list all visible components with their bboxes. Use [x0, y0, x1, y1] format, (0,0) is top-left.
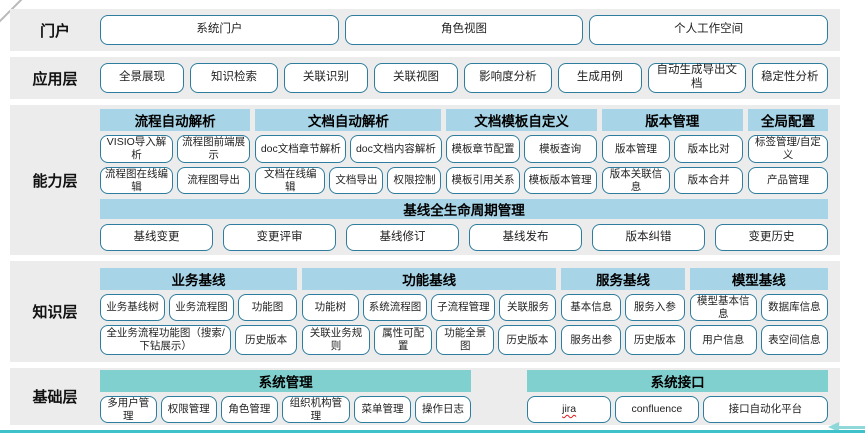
layer-label: 基础层	[32, 389, 78, 406]
diagram-box: 版本管理	[601, 135, 671, 163]
diagram-box: 权限控制	[387, 167, 442, 194]
group-header: 版本管理	[601, 109, 743, 131]
diagram-box: 全景展现	[100, 63, 185, 93]
diagram-box: 历史版本	[235, 325, 297, 355]
diagram-box: 属性可配置	[374, 325, 433, 355]
diagram-box: 业务基线树	[100, 294, 166, 321]
diagram-box: 权限管理	[160, 396, 218, 423]
diagram-box: 基线修订	[346, 224, 459, 251]
diagram-box: 关联视图	[373, 63, 458, 93]
diagram-box: 版本合并	[674, 167, 743, 194]
diagram-box: 关联服务	[499, 294, 557, 321]
diagram-box: 模型基本信息	[689, 294, 757, 321]
diagram-box: 流程图在线编辑	[100, 167, 174, 194]
arrow-left-icon	[828, 422, 865, 432]
diagram-box: 历史版本	[625, 325, 685, 355]
diagram-box: 流程图导出	[177, 167, 251, 194]
diagram-box: 模板引用关系	[446, 167, 520, 194]
layer-application: 应用层 全景展现 知识检索 关联识别 关联视图 影响度分析 生成用例 自动生成导…	[10, 57, 840, 99]
group-header: 全局配置	[747, 109, 829, 131]
diagram-box: 变更历史	[715, 224, 828, 251]
diagram-box: jira	[527, 396, 611, 423]
diagram-box: 产品管理	[747, 167, 829, 194]
group-header: 文档自动解析	[255, 109, 442, 131]
diagram-box: 模板章节配置	[446, 135, 520, 163]
diagram-box: 流程图前端展示	[177, 135, 251, 163]
diagram-box: 子流程管理	[431, 294, 496, 321]
layer-capability: 能力层 流程自动解析 VISIO导入解析 流程图前端展示 流程图在线编辑 流程图…	[10, 105, 840, 255]
diagram-box: 模板查询	[523, 135, 597, 163]
group-header: 系统管理	[100, 370, 472, 392]
diagram-box: doc文档内容解析	[350, 135, 442, 163]
layer-label: 知识层	[32, 304, 78, 321]
jira-label: jira	[562, 403, 577, 416]
diagram-box: 个人工作空间	[589, 15, 829, 45]
diagram-box: 基线发布	[469, 224, 582, 251]
diagram-box: 用户信息	[689, 325, 757, 355]
diagram-box: 角色视图	[344, 15, 584, 45]
layer-knowledge: 知识层 业务基线 业务基线树 业务流程图 功能图 全业务流程功能图（搜索/下钻展…	[10, 261, 840, 362]
layer-label: 门户	[39, 22, 70, 40]
diagram-box: doc文档章节解析	[255, 135, 347, 163]
group-header: 模型基线	[689, 268, 828, 290]
diagram-box: 版本关联信息	[601, 167, 671, 194]
diagram-box: 业务流程图	[169, 294, 235, 321]
diagram-box: 多用户管理	[100, 396, 157, 423]
diagram-box: 影响度分析	[463, 63, 552, 93]
diagram-box: 模板版本管理	[523, 167, 597, 194]
group-header: 业务基线	[100, 268, 297, 290]
diagram-box: 自动生成导出文档	[647, 63, 746, 93]
diagram-box: 功能图	[238, 294, 297, 321]
diagram-box: 生成用例	[557, 63, 642, 93]
diagram-box: 基本信息	[561, 294, 622, 321]
layer-portal: 门户 系统门户 角色视图 个人工作空间	[10, 9, 840, 51]
diagram-box: 版本纠错	[592, 224, 705, 251]
group-header: 系统接口	[527, 370, 828, 392]
diagram-box: 知识检索	[190, 63, 278, 93]
diagram-box: 基线变更	[100, 224, 213, 251]
diagram-box: 菜单管理	[354, 396, 411, 423]
layer-label: 应用层	[32, 70, 78, 88]
diagram-box: 接口自动化平台	[702, 396, 828, 423]
bottom-border-line	[0, 430, 865, 433]
diagram-box: 表空间信息	[760, 325, 829, 355]
diagram-box: 角色管理	[221, 396, 278, 423]
diagram-box: 组织机构管理	[281, 396, 351, 423]
diagram-box: 文档在线编辑	[255, 167, 326, 194]
diagram-box: 功能树	[301, 294, 359, 321]
diagram-box: 文档导出	[329, 167, 384, 194]
diagram-box: 稳定性分析	[751, 63, 829, 93]
group-header: 功能基线	[301, 268, 557, 290]
layer-label: 能力层	[32, 172, 78, 190]
diagram-box: 关联业务规则	[301, 325, 371, 355]
group-header: 基线全生命周期管理	[100, 199, 828, 219]
diagram-box: 功能全景图	[436, 325, 495, 355]
diagram-box: VISIO导入解析	[100, 135, 174, 163]
diagram-box: confluence	[615, 396, 699, 423]
diagram-box: 标签管理/自定义	[747, 135, 829, 163]
diagram-box: 操作日志	[414, 396, 472, 423]
diagram-box: 版本比对	[674, 135, 743, 163]
diagram-box: 全业务流程功能图（搜索/下钻展示）	[100, 325, 232, 355]
diagram-box: 服务出参	[561, 325, 622, 355]
group-header: 流程自动解析	[100, 109, 251, 131]
diagram-box: 关联识别	[283, 63, 368, 93]
diagram-box: 系统门户	[100, 15, 339, 45]
diagram-box: 数据库信息	[760, 294, 829, 321]
diagram-box: 历史版本	[498, 325, 557, 355]
diagram-box: 服务入参	[625, 294, 685, 321]
diagram-box: 变更评审	[223, 224, 336, 251]
diagram-box: 系统流程图	[362, 294, 428, 321]
layer-base: 基础层 系统管理 多用户管理 权限管理 角色管理 组织机构管理 菜单管理 操作日…	[10, 368, 840, 425]
group-header: 服务基线	[561, 268, 685, 290]
group-header: 文档模板自定义	[446, 109, 597, 131]
